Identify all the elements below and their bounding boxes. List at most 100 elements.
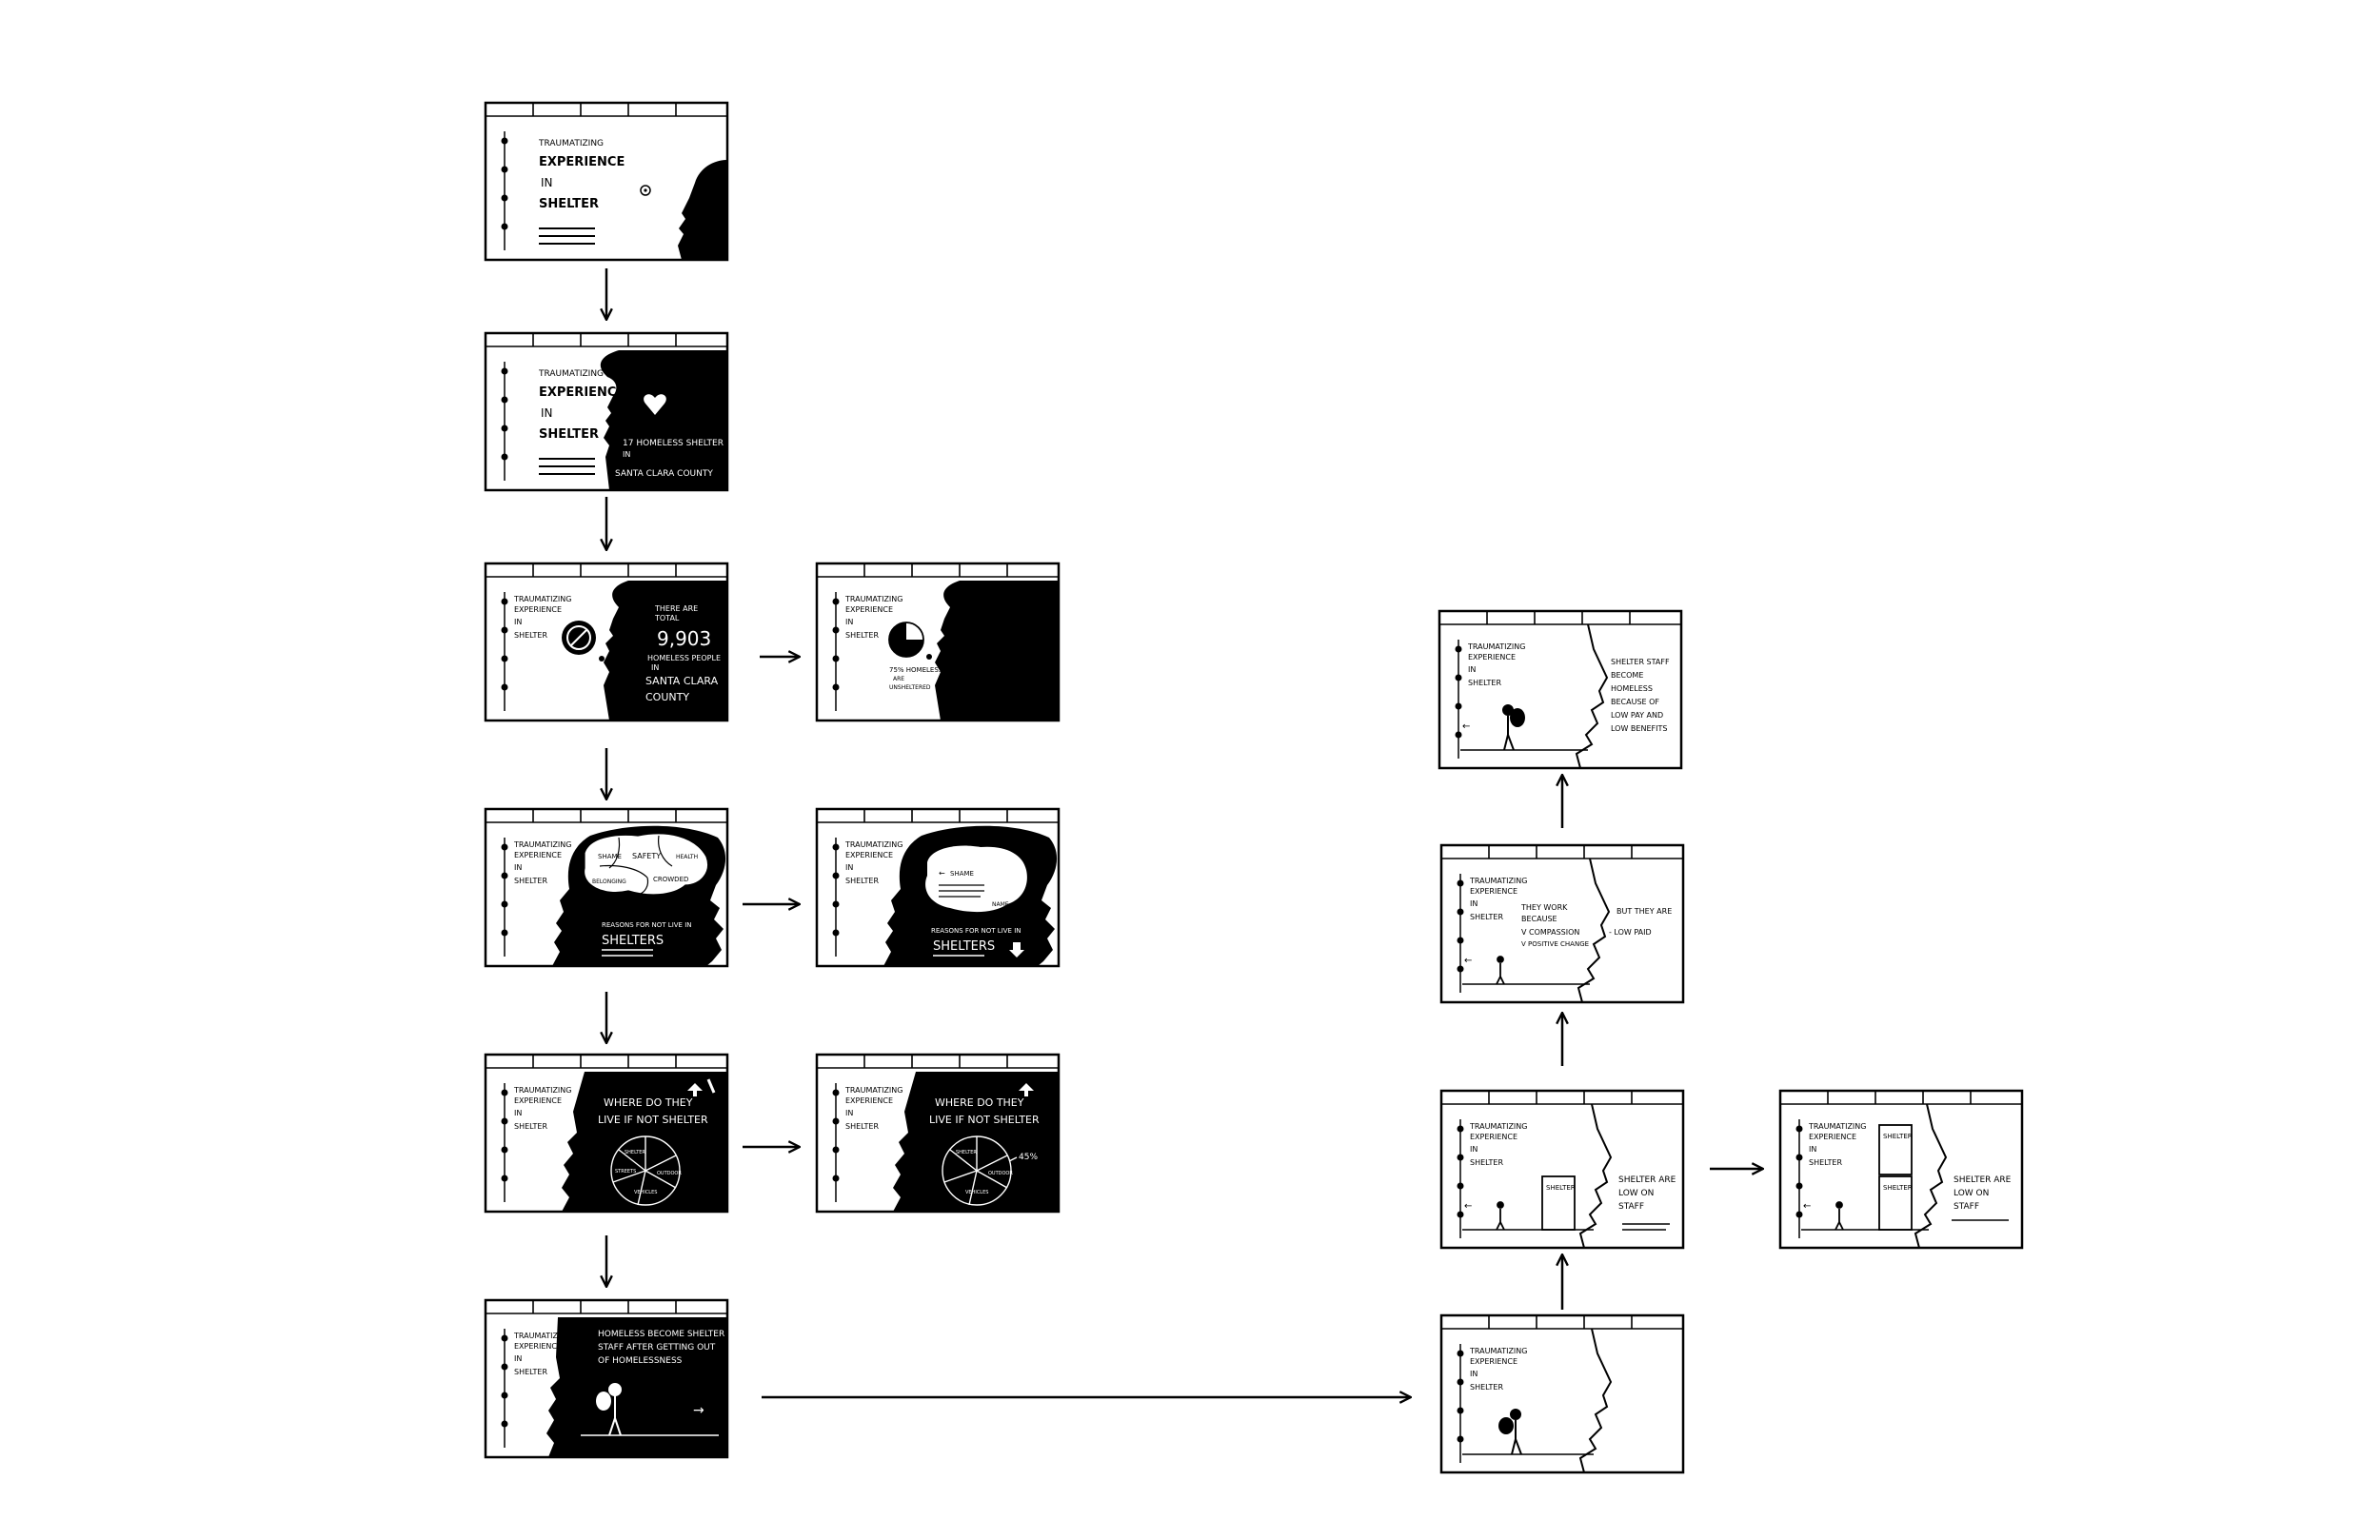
title-line-1: TRAUMATIZING	[844, 1086, 902, 1095]
person-figure	[608, 1383, 622, 1436]
title-line-3: IN	[514, 1354, 522, 1363]
title-line-4: SHELTER	[845, 877, 879, 885]
pie-label-outdoor: OUTDOOR	[657, 1171, 682, 1176]
face-profile-line	[1577, 858, 1611, 1003]
back-arrow-icon[interactable]: ←	[1464, 956, 1472, 966]
eye-icon	[640, 185, 651, 196]
title-line-1: TRAUMATIZING	[844, 595, 902, 603]
claim-line-6: LOW BENEFITS	[1611, 724, 1667, 733]
title-line-2: EXPERIENCE	[539, 155, 625, 169]
title-line-3: IN	[541, 176, 553, 189]
title-line-4: SHELTER	[514, 1368, 547, 1376]
frame-5: TRAUMATIZING EXPERIENCE IN SHELTER WHERE…	[484, 1053, 729, 1214]
title-line-3: IN	[514, 863, 522, 872]
title-line-3: IN	[845, 1109, 853, 1117]
title-line-4: SHELTER	[1809, 1158, 1842, 1167]
pie-label-outdoor: OUTDOOR	[988, 1171, 1013, 1176]
face-profile-line	[1914, 1103, 1948, 1249]
title-line-2: EXPERIENCE	[514, 1342, 562, 1351]
brain-label-shame: SHAME	[598, 853, 622, 860]
title-line-4: SHELTER	[539, 197, 599, 211]
stat-line-1: 17 HOMELESS SHELTER	[623, 439, 724, 448]
brain-label-crowded: CROWDED	[653, 876, 688, 883]
brain-label-shame: SHAME	[950, 870, 974, 878]
face-profile-line	[1575, 623, 1609, 769]
title-line-4: SHELTER	[514, 877, 547, 885]
title-line-4: SHELTER	[1468, 679, 1501, 687]
back-arrow-icon[interactable]: ←	[1462, 721, 1470, 732]
title-line-1: TRAUMATIZING	[1469, 877, 1527, 885]
reasons-line-1: REASONS FOR NOT LIVE IN	[602, 921, 692, 929]
title-line-1: TRAUMATIZING	[538, 139, 604, 148]
title-line-2: EXPERIENCE	[1809, 1133, 1856, 1141]
title-line-2: EXPERIENCE	[845, 605, 893, 614]
scroll-up-icon[interactable]	[687, 1078, 716, 1096]
brain-shape	[584, 833, 709, 896]
head-silhouette	[935, 581, 1059, 721]
statement-line-1: SHELTER ARE	[1618, 1175, 1676, 1185]
title-line-3: IN	[1470, 1370, 1478, 1378]
title-line-3: IN	[1470, 899, 1478, 908]
title-line-3: IN	[541, 406, 553, 420]
reason-line-3: V COMPASSION	[1521, 928, 1579, 937]
frame-r2b: SHELTER SHELTER ← TRAUMATIZING EXPERIENC…	[1778, 1089, 2024, 1250]
heart-icon	[644, 394, 666, 415]
title-line-3: IN	[514, 1109, 522, 1117]
reason-line-1: THEY WORK	[1520, 903, 1568, 912]
bag-icon	[1498, 1417, 1514, 1434]
brain-label-safety: SAFETY	[632, 852, 661, 860]
frame-5b: TRAUMATIZING EXPERIENCE IN SHELTER WHERE…	[815, 1053, 1061, 1214]
reason-line-2: BECAUSE	[1521, 915, 1557, 923]
pie-chart	[610, 1135, 681, 1206]
back-arrow-icon[interactable]: ←	[1803, 1201, 1811, 1212]
reason-line-4: V POSITIVE CHANGE	[1521, 940, 1589, 948]
frame-6: → TRAUMATIZING EXPERIENCE IN SHELTER HOM…	[484, 1298, 729, 1459]
reasons-line-2: SHELTERS	[602, 934, 664, 948]
back-arrow-icon[interactable]: ←	[939, 869, 945, 878]
next-arrow-icon[interactable]: →	[693, 1403, 704, 1418]
note-line-3: UNSHELTERED	[889, 684, 931, 691]
title-line-2: EXPERIENCE	[845, 1096, 893, 1105]
down-arrow-icon[interactable]	[1009, 942, 1024, 958]
brain-label-belonging: BELONGING	[592, 879, 626, 885]
title-line-1: TRAUMATIZING	[1467, 642, 1525, 651]
pie-label-vehicles: VEHICLES	[634, 1190, 657, 1195]
title-line-2: EXPERIENCE	[1470, 1357, 1517, 1366]
question-line-2: LIVE IF NOT SHELTER	[929, 1114, 1040, 1126]
frame-4: TRAUMATIZING EXPERIENCE IN SHELTER SHAME…	[484, 807, 729, 968]
but-line-1: BUT THEY ARE	[1616, 907, 1672, 916]
shelter-door-upper	[1878, 1124, 1913, 1175]
title-line-2: EXPERIENCE	[1470, 1133, 1517, 1141]
title-line-4: SHELTER	[514, 631, 547, 640]
title-line-1: TRAUMATIZING	[513, 1332, 571, 1340]
question-line-2: LIVE IF NOT SHELTER	[598, 1114, 708, 1126]
scroll-up-icon[interactable]	[1019, 1083, 1034, 1096]
stat-line-1: THERE ARE	[654, 604, 698, 613]
title-line-4: SHELTER	[539, 427, 599, 442]
question-line-1: WHERE DO THEY	[935, 1096, 1024, 1109]
title-line-3: IN	[1468, 665, 1476, 674]
title-line-4: SHELTER	[1470, 913, 1503, 921]
frame-3b: TRAUMATIZING EXPERIENCE IN SHELTER 75% H…	[815, 562, 1061, 722]
head-silhouette	[600, 350, 727, 490]
title-line-1: TRAUMATIZING	[513, 1086, 571, 1095]
title-line-1: TRAUMATIZING	[513, 840, 571, 849]
frame-r3: ← TRAUMATIZING EXPERIENCE IN SHELTER THE…	[1439, 843, 1685, 1004]
title-line-3: IN	[1809, 1145, 1816, 1154]
door-label: SHELTER	[1546, 1184, 1576, 1192]
back-arrow-icon[interactable]: ←	[1464, 1201, 1472, 1212]
no-shelter-icon	[562, 621, 596, 655]
title-line-1: TRAUMATIZING	[513, 595, 571, 603]
claim-line-3: HOMELESS	[1611, 684, 1653, 693]
title-line-4: SHELTER	[1470, 1383, 1503, 1392]
face-profile-line	[1578, 1328, 1613, 1473]
reasons-line-1: REASONS FOR NOT LIVE IN	[931, 927, 1021, 935]
title-line-2: EXPERIENCE	[514, 851, 562, 859]
title-line-1: TRAUMATIZING	[1469, 1347, 1527, 1355]
statement-line-1: SHELTER ARE	[1954, 1175, 2012, 1185]
headline-line-3: OF HOMELESSNESS	[598, 1356, 683, 1366]
stat-line-3: SANTA CLARA COUNTY	[615, 469, 713, 479]
claim-line-5: LOW PAY AND	[1611, 711, 1663, 720]
title-line-3: IN	[1470, 1145, 1478, 1154]
